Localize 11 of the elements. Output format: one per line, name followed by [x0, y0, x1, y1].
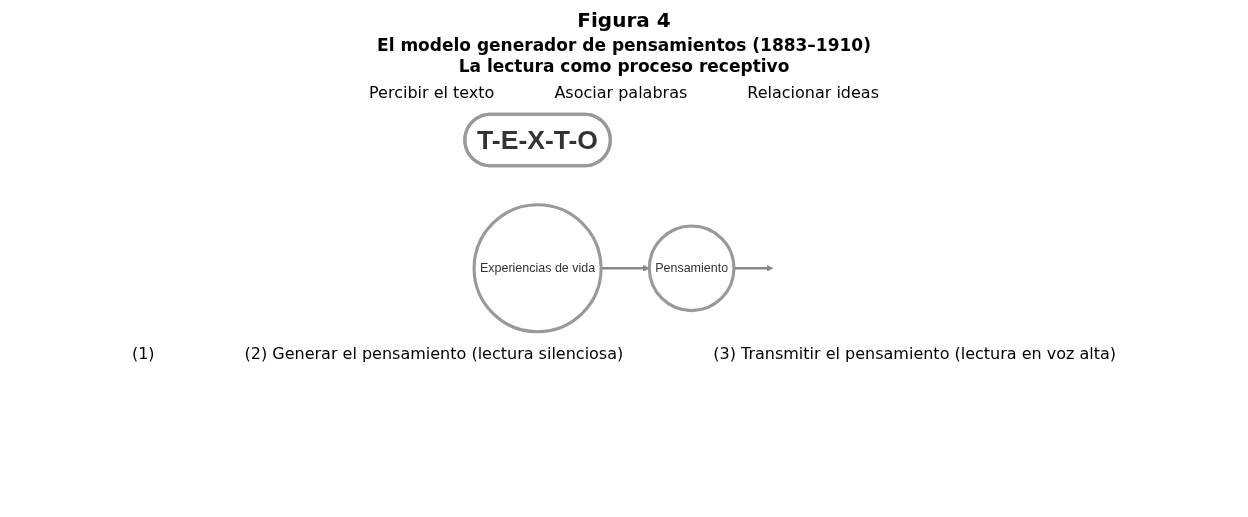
node-circle: Pensamiento: [647, 224, 736, 313]
step-label: Asociar palabras: [554, 83, 688, 102]
note-text: (3) Transmitir el pensamiento (lectura en voz alta): [713, 344, 1117, 363]
figure-title: Figura 4: [577, 8, 671, 32]
subtitle: El modelo generador de pensamientos (1883–1910): [377, 35, 871, 55]
step-label: Percibir el texto: [369, 83, 495, 102]
node-circle: Experiencias de vida: [472, 203, 603, 334]
note-text: (2) Generar el pensamiento (lectura silenciosa): [244, 344, 624, 363]
subtitle: La lectura como proceso receptivo: [457, 56, 791, 76]
step-label: Relacionar ideas: [747, 83, 879, 102]
note-text: (1): [131, 344, 155, 363]
